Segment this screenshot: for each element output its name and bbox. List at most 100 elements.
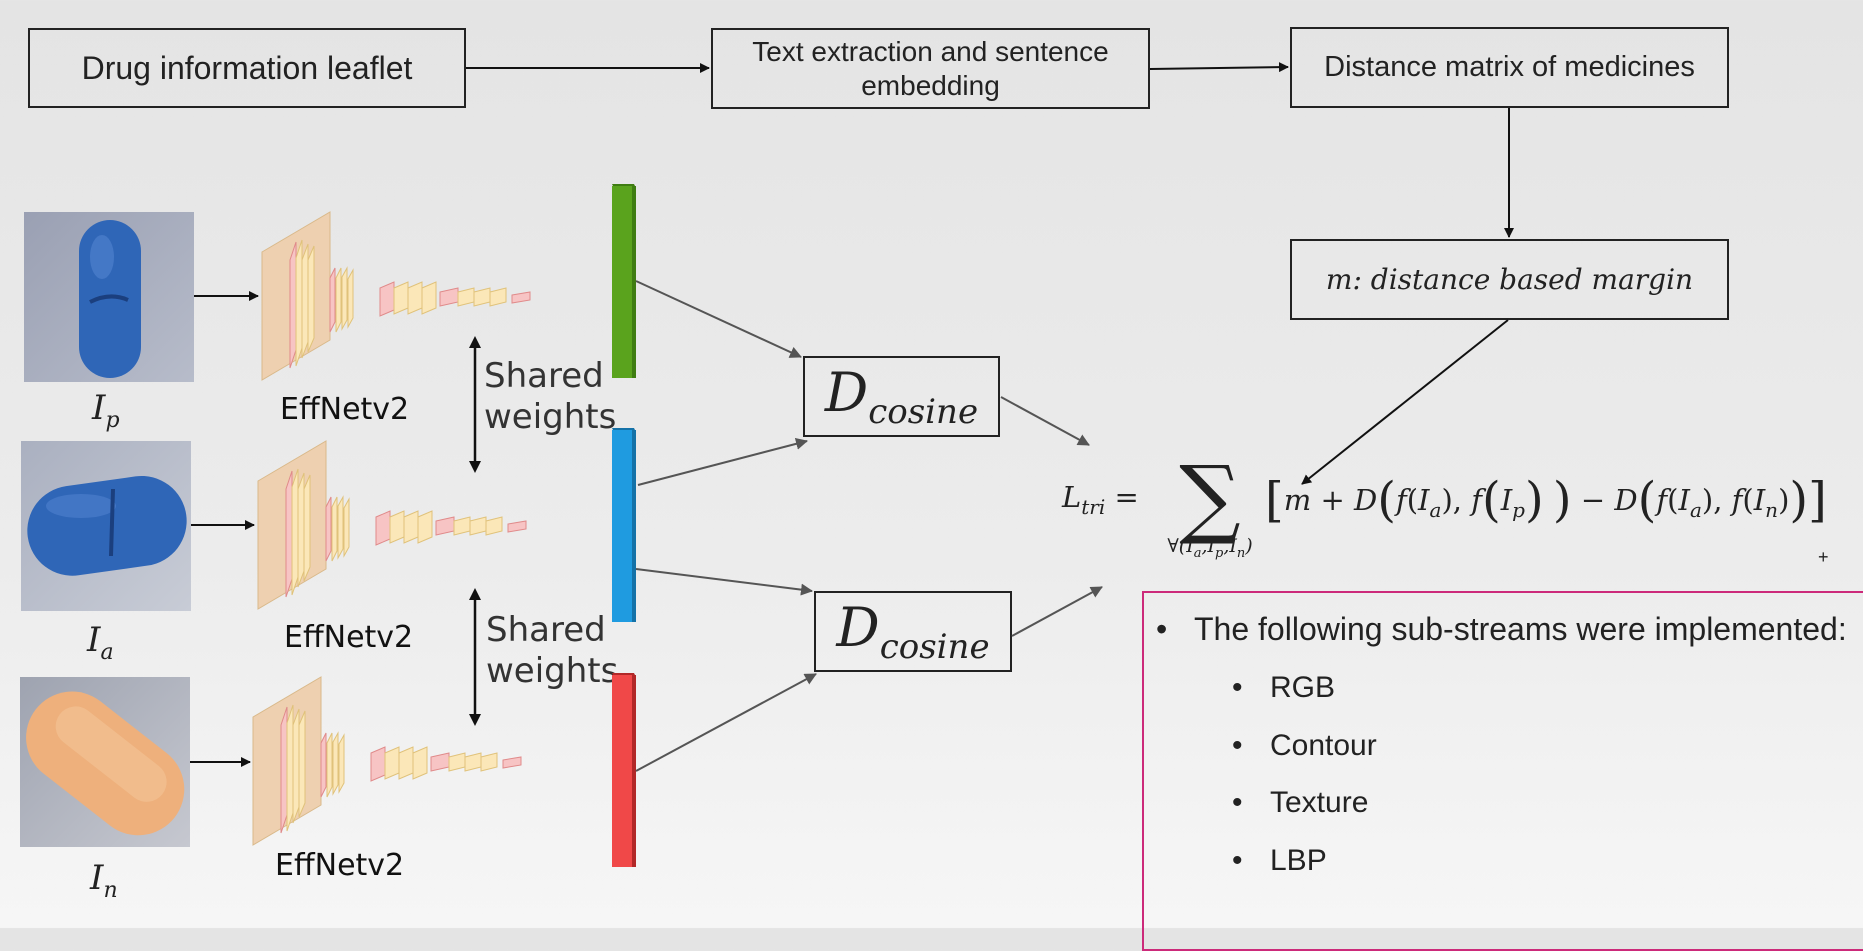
arrow-margin-to-loss bbox=[1301, 319, 1509, 485]
pill-image-anchor bbox=[21, 441, 191, 611]
cnn-layer bbox=[325, 496, 332, 562]
loss-summation: ∑ ∀(Ia,Ip,In) bbox=[1167, 448, 1253, 561]
cnn-layer bbox=[464, 752, 482, 772]
distance-matrix-label: Distance matrix of medicines bbox=[1324, 51, 1695, 84]
arrow-distance-negative-to-loss bbox=[1011, 586, 1103, 637]
arrow-negative-to-distance bbox=[635, 673, 817, 772]
cnn-layer bbox=[480, 752, 498, 772]
cnn-layer bbox=[398, 746, 414, 780]
margin-box: m: distance based margin bbox=[1290, 239, 1729, 320]
cnn-layer bbox=[379, 281, 395, 317]
distance-matrix-box: Distance matrix of medicines bbox=[1290, 27, 1729, 108]
loss-plus-subscript: + bbox=[1818, 547, 1829, 567]
cnn-layer bbox=[307, 245, 315, 353]
cnn-layer bbox=[338, 733, 345, 794]
label-negative: In bbox=[90, 858, 118, 903]
cnn-layer bbox=[384, 746, 400, 780]
cnn-layer bbox=[393, 281, 409, 315]
cnn-layer bbox=[375, 510, 391, 546]
margin-symbol: m bbox=[1325, 262, 1353, 296]
cnn-layer bbox=[417, 510, 433, 544]
substream-item: •RGB bbox=[1232, 671, 1336, 704]
cnn-input-plate bbox=[252, 676, 322, 846]
cnn-layer bbox=[280, 706, 288, 834]
arrow-distance-positive-to-loss bbox=[1000, 396, 1090, 446]
cnn-layer bbox=[332, 731, 339, 796]
cnn-layer bbox=[448, 752, 466, 772]
network-label-positive: EffNetv2 bbox=[280, 392, 410, 427]
distance-box-negative: Dcosine bbox=[814, 591, 1012, 672]
cnn-layer bbox=[511, 291, 531, 304]
cnn-layer bbox=[347, 268, 354, 329]
cnn-layer bbox=[297, 472, 305, 588]
cnn-layer bbox=[335, 267, 342, 333]
cnn-layer bbox=[430, 752, 450, 772]
substream-item: •Contour bbox=[1232, 729, 1377, 762]
cnn-layer bbox=[301, 243, 309, 359]
leaflet-box: Drug information leaflet bbox=[28, 28, 466, 108]
cnn-layer bbox=[295, 239, 303, 367]
label-positive: Ip bbox=[92, 388, 120, 433]
cnn-layer bbox=[337, 495, 344, 560]
cnn-layer bbox=[285, 470, 293, 598]
pill-image-positive bbox=[24, 212, 194, 382]
substream-item: •LBP bbox=[1232, 844, 1327, 877]
margin-label: : distance based margin bbox=[1352, 262, 1694, 296]
cnn-layer bbox=[473, 287, 491, 307]
arrow-positive-to-distance bbox=[635, 280, 802, 358]
arrow-anchor-to-distance-bottom bbox=[635, 568, 813, 596]
cnn-input-plate bbox=[261, 211, 331, 381]
leaflet-label: Drug information leaflet bbox=[81, 49, 413, 86]
cnn-layer bbox=[457, 287, 475, 307]
cnn-layer bbox=[343, 497, 350, 558]
cnn-layer bbox=[507, 520, 527, 533]
extraction-label: Text extraction and sentence embedding bbox=[752, 35, 1109, 101]
substream-item: •Texture bbox=[1232, 786, 1369, 819]
pill-image-negative bbox=[20, 677, 190, 847]
cnn-layer bbox=[292, 708, 300, 824]
cnn-stack-negative bbox=[252, 676, 522, 846]
cnn-layer bbox=[412, 746, 428, 780]
network-label-anchor: EffNetv2 bbox=[284, 620, 414, 655]
cnn-layer bbox=[421, 281, 437, 315]
cnn-stack-anchor bbox=[257, 440, 527, 610]
cnn-input-plate bbox=[257, 440, 327, 610]
cnn-layer bbox=[303, 474, 311, 582]
cnn-layer bbox=[286, 704, 294, 832]
cnn-layer bbox=[389, 510, 405, 544]
embedding-anchor bbox=[612, 428, 636, 622]
cnn-layer bbox=[320, 732, 327, 798]
substreams-panel: •The following sub-streams were implemen… bbox=[1142, 591, 1863, 951]
cnn-layer bbox=[453, 516, 471, 536]
cnn-layer bbox=[289, 241, 297, 369]
cnn-layer bbox=[291, 468, 299, 596]
arrow-anchor-to-distance-top bbox=[637, 437, 808, 486]
cnn-layer bbox=[331, 496, 338, 562]
cnn-layer bbox=[485, 516, 503, 536]
cnn-layer bbox=[439, 287, 459, 307]
arrow-extraction-to-matrix bbox=[1149, 62, 1289, 73]
cnn-layer bbox=[489, 287, 507, 307]
loss-body: [m + D(f(Ia), f(Ip) ) − D(f(Ia), f(In))] bbox=[1265, 472, 1827, 528]
embedding-negative bbox=[612, 673, 636, 867]
cnn-layer bbox=[435, 516, 455, 536]
cnn-layer bbox=[298, 710, 306, 818]
cnn-layer bbox=[326, 732, 333, 798]
cnn-layer bbox=[341, 266, 348, 331]
cnn-layer bbox=[329, 267, 336, 333]
cnn-layer bbox=[502, 756, 522, 769]
extraction-box: Text extraction and sentence embedding bbox=[711, 28, 1150, 109]
embedding-bar-positive bbox=[612, 186, 632, 378]
cnn-layer bbox=[469, 516, 487, 536]
distance-box-positive: Dcosine bbox=[803, 356, 1000, 437]
loss-lhs: Ltri = bbox=[1062, 480, 1139, 519]
embedding-positive bbox=[612, 184, 636, 378]
cnn-layer bbox=[407, 281, 423, 315]
label-anchor: Ia bbox=[87, 620, 114, 665]
cnn-stack-positive bbox=[261, 211, 531, 381]
substreams-header: •The following sub-streams were implemen… bbox=[1156, 611, 1847, 647]
network-label-negative: EffNetv2 bbox=[275, 848, 405, 883]
cnn-layer bbox=[403, 510, 419, 544]
